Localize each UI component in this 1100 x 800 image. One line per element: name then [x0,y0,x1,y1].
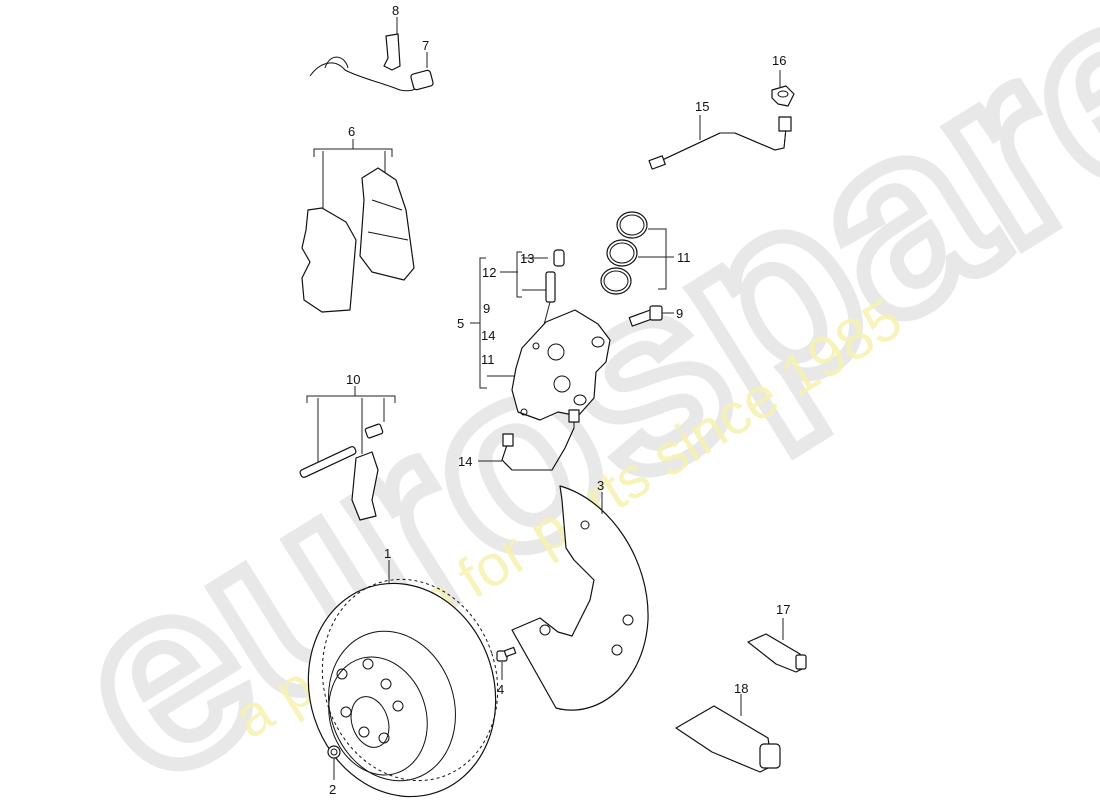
splash-shield[interactable] [511,485,649,711]
shield-bolt[interactable] [496,646,517,680]
grease-tube-small[interactable] [747,618,807,673]
brake-pipe[interactable] [648,115,792,170]
pipe-clip[interactable] [771,70,795,107]
callout-3: 3 [597,478,604,493]
callout-12: 12 [482,265,496,280]
callout-1: 1 [384,546,391,561]
callout-9-group: 9 [483,301,490,316]
disc-screw[interactable] [327,745,341,780]
caliper-bolt[interactable] [628,305,674,327]
brake-disc[interactable] [281,556,523,800]
callout-17: 17 [776,602,790,617]
caliper-group-bracket [470,251,548,389]
grease-tube-large[interactable] [675,694,781,773]
callout-13: 13 [520,251,534,266]
callout-6: 6 [348,124,355,139]
callout-7: 7 [422,38,429,53]
callout-5: 5 [457,316,464,331]
brake-pipe-caliper[interactable] [478,409,580,471]
callout-4: 4 [497,682,504,697]
callout-18: 18 [734,681,748,696]
wear-sensor[interactable] [309,17,434,92]
callout-8: 8 [392,3,399,18]
callout-9-bolt: 9 [676,306,683,321]
seal-rings[interactable] [600,211,674,295]
callout-16: 16 [772,53,786,68]
callout-11-group: 11 [481,352,495,367]
callout-10: 10 [346,372,360,387]
callout-14-group: 14 [481,328,495,343]
brake-caliper[interactable] [511,309,611,421]
callout-2: 2 [329,782,336,797]
callout-14: 14 [458,454,472,469]
pad-retainer-kit[interactable] [299,386,396,521]
brake-pad-set[interactable] [301,139,415,313]
callout-15: 15 [695,99,709,114]
callout-11-rings: 11 [677,250,691,265]
